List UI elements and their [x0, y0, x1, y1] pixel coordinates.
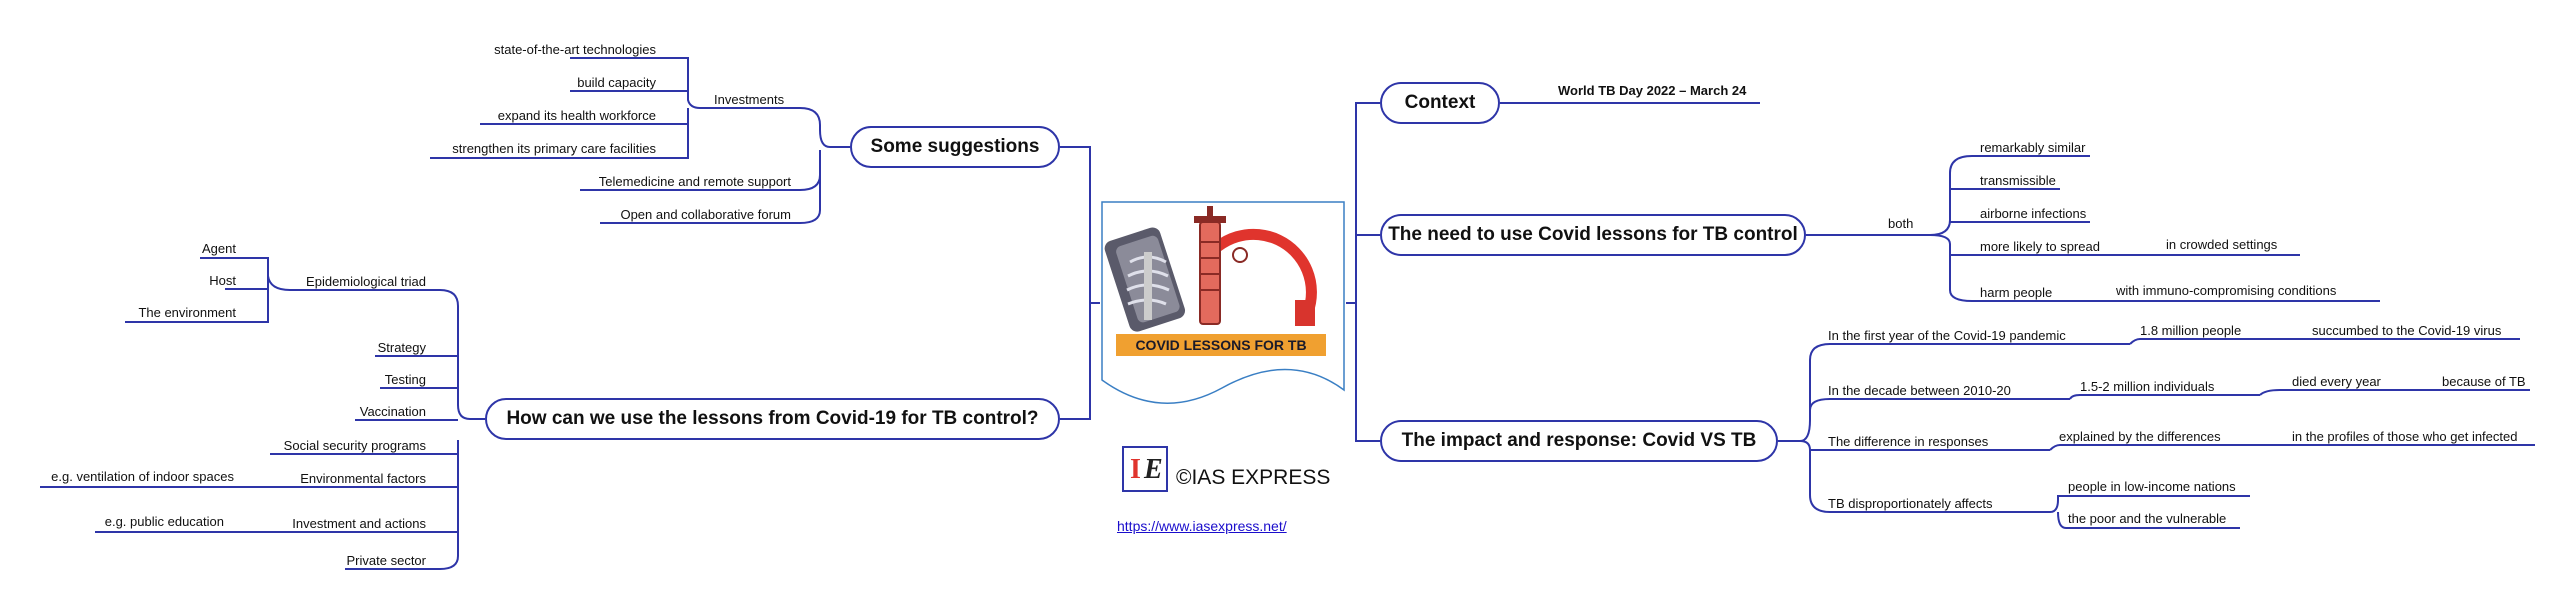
triad-item: The environment — [138, 305, 236, 320]
need-item: airborne infections — [1980, 206, 2087, 221]
connector-line — [2049, 444, 2270, 451]
connector-line — [1809, 398, 2070, 411]
node-context: Context — [1380, 82, 1500, 124]
investment-item: state-of-the-art technologies — [494, 42, 656, 57]
impact-decade-cause: because of TB — [2442, 374, 2526, 389]
lessons-investment: Investment and actions — [292, 516, 426, 531]
connector-line — [2057, 511, 2240, 529]
suggestion-item: Open and collaborative forum — [620, 207, 791, 222]
connector-line — [1929, 155, 2090, 236]
need-harm-detail: with immuno-compromising conditions — [2116, 283, 2337, 298]
context-detail: World TB Day 2022 – March 24 — [1558, 83, 1747, 98]
investment-item: strengthen its primary care facilities — [452, 141, 656, 156]
connector-line — [570, 57, 701, 109]
need-item: more likely to spread — [1980, 239, 2100, 254]
connector-line — [2129, 338, 2300, 345]
lessons-item: Testing — [384, 372, 426, 387]
brand-logo-icon: I E — [1122, 446, 1168, 492]
connector-line — [1060, 303, 1091, 420]
logo-letter-i: I — [1130, 454, 1141, 485]
connector-line — [1355, 303, 1380, 442]
impact-difference-value: explained by the differences — [2059, 429, 2221, 444]
impact-decade-detail: died every year — [2292, 374, 2381, 389]
node-some-suggestions: Some suggestions — [850, 126, 1060, 168]
node-impact-response: The impact and response: Covid VS TB — [1380, 420, 1778, 462]
connector-line — [125, 289, 269, 323]
investment-item: build capacity — [577, 75, 656, 90]
impact-difference-detail: in the profiles of those who get infecte… — [2292, 429, 2518, 444]
center-topic-card: COVID LESSONS FOR TB — [1100, 200, 1346, 406]
impact-first-year-label: In the first year of the Covid-19 pandem… — [1828, 328, 2066, 343]
suggestions-investments: Investments — [714, 92, 785, 107]
connector-line — [1809, 450, 2050, 513]
impact-decade-label: In the decade between 2010-20 — [1828, 383, 2011, 398]
impact-affects-item: people in low-income nations — [2068, 479, 2236, 494]
lessons-item: Social security programs — [283, 438, 426, 453]
investment-item: expand its health workforce — [497, 108, 656, 123]
website-link[interactable]: https://www.iasexpress.net/ — [1117, 518, 1287, 534]
node-need-covid-lessons: The need to use Covid lessons for TB con… — [1380, 214, 1806, 256]
impact-difference-label: The difference in responses — [1828, 434, 1989, 449]
logo-letter-e: E — [1144, 454, 1163, 485]
impact-first-year-detail: succumbed to the Covid-19 virus — [2312, 323, 2502, 338]
need-spread-detail: in crowded settings — [2166, 237, 2278, 252]
need-item: remarkably similar — [1980, 140, 2086, 155]
lessons-item: Strategy — [377, 340, 426, 355]
connector-line — [430, 124, 689, 159]
investment-example: e.g. public education — [104, 514, 224, 529]
connector-line — [2259, 389, 2420, 396]
need-both-label: both — [1888, 216, 1914, 231]
node-how-use-lessons: How can we use the lessons from Covid-19… — [485, 398, 1060, 440]
lessons-triad: Epidemiological triad — [306, 274, 426, 289]
lessons-private: Private sector — [346, 553, 426, 568]
need-item: harm people — [1980, 285, 2053, 300]
brand-name: ©IAS EXPRESS — [1176, 466, 1331, 489]
impact-affects-item: the poor and the vulnerable — [2068, 511, 2227, 526]
need-item: transmissible — [1980, 173, 2056, 188]
connector-line — [600, 175, 821, 224]
connector-line — [1799, 343, 2130, 442]
triad-item: Agent — [202, 241, 236, 256]
lessons-environmental: Environmental factors — [300, 471, 426, 486]
connector-line — [1799, 440, 2050, 451]
connector-line — [1346, 102, 1380, 304]
impact-affects-label: TB disproportionately affects — [1828, 496, 1993, 511]
connector-line — [1060, 146, 1100, 304]
lessons-item: Vaccination — [359, 404, 426, 419]
connector-line — [700, 107, 850, 148]
environmental-example: e.g. ventilation of indoor spaces — [51, 469, 234, 484]
impact-decade-value: 1.5-2 million individuals — [2080, 379, 2215, 394]
connector-line — [345, 532, 459, 570]
connector-line — [2049, 495, 2250, 513]
triad-item: Host — [209, 273, 236, 288]
suggestion-item: Telemedicine and remote support — [598, 174, 791, 189]
impact-first-year-value: 1.8 million people — [2140, 323, 2242, 338]
center-image-label: COVID LESSONS FOR TB — [1135, 337, 1307, 353]
connector-line — [2069, 394, 2260, 400]
connector-line — [1949, 244, 2080, 302]
